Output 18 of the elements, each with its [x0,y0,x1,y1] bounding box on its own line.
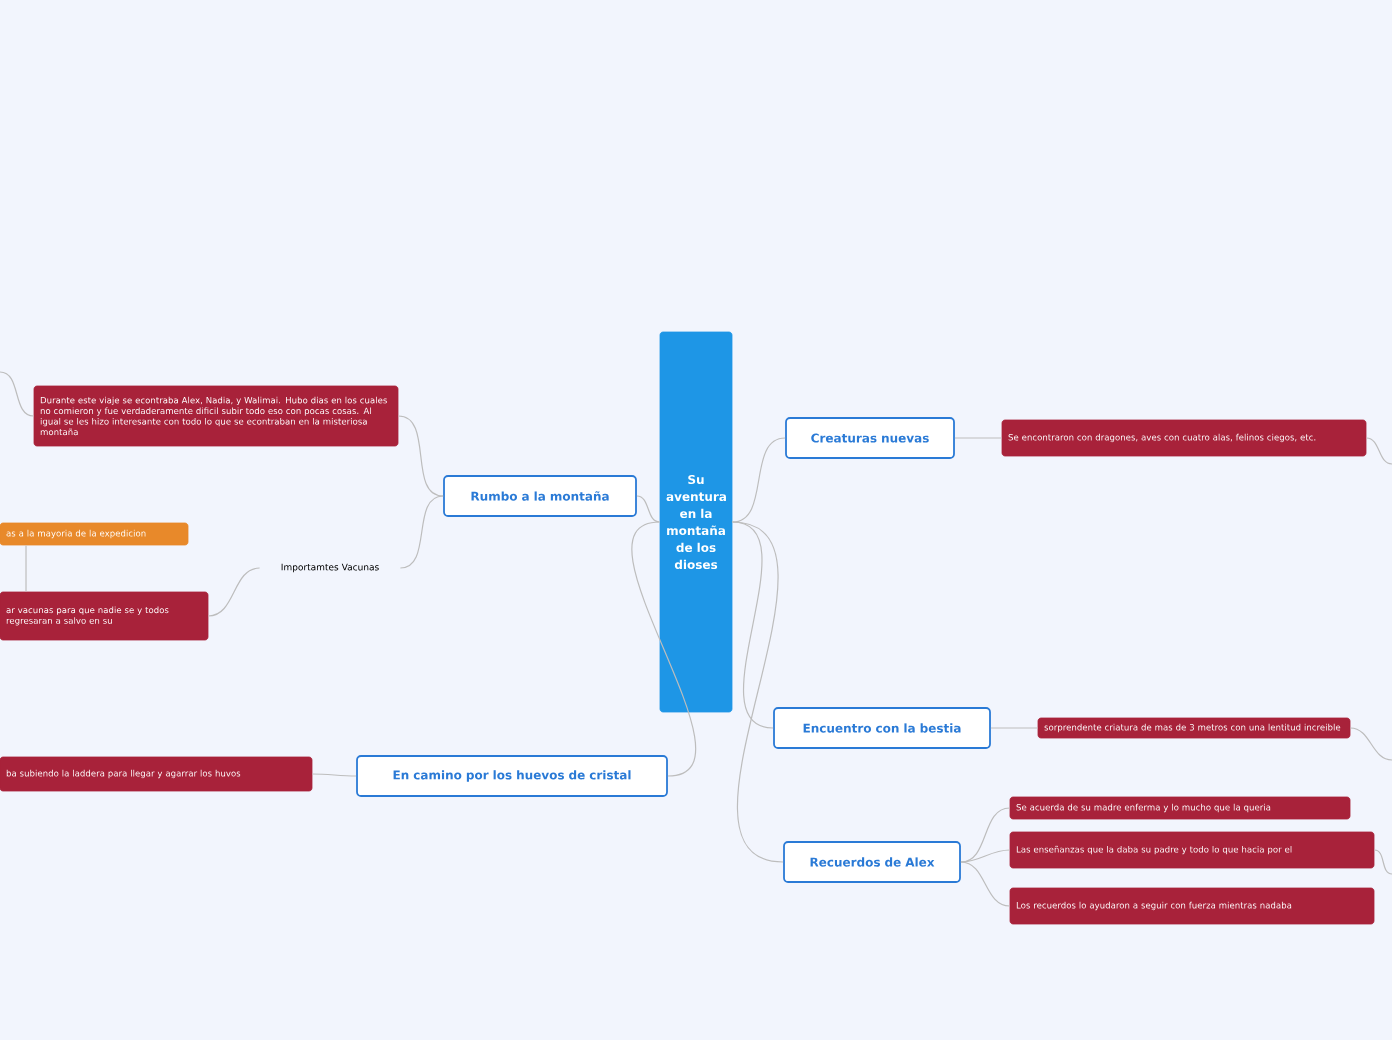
connector-line [960,861,1011,907]
connector-line [1349,727,1392,761]
connector-line [1365,437,1392,465]
connector-line [960,807,1011,863]
connector-line [960,849,1011,863]
connector-line [990,727,1039,729]
connector-line [636,495,661,523]
connector-line [207,567,261,617]
connector-line [1373,849,1392,875]
connector-line [311,773,357,777]
connector-line [397,415,444,497]
connector-line [731,437,786,523]
connector-line [731,521,784,863]
connector-line [399,495,444,569]
connector-line [954,437,1003,439]
connector-line [0,371,35,417]
connector-line [25,544,27,593]
connector-line [632,521,696,777]
